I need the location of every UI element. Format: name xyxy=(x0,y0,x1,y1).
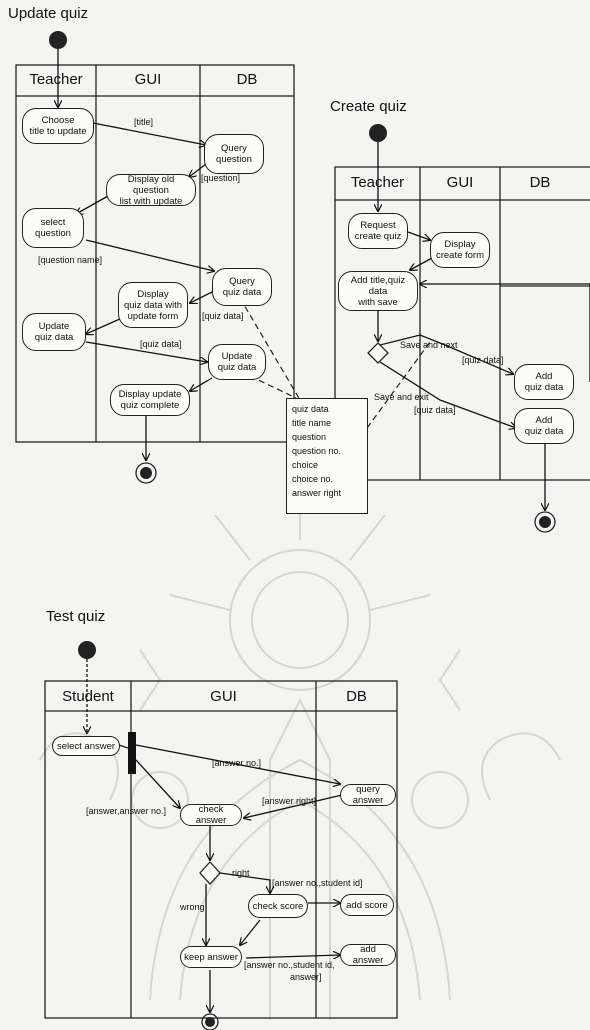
update-quiz-data-teacher-node: Update quiz data xyxy=(22,313,86,351)
test-lane-db: DB xyxy=(346,688,367,705)
update-label-question: [question] xyxy=(201,173,241,183)
test-flow-answer-answer-no xyxy=(135,759,180,808)
test-label-answer-answer-no: [answer,answer no.] xyxy=(86,806,167,816)
test-flow-add-answer xyxy=(245,955,340,958)
update-label-quiz-data-2: [quiz data] xyxy=(140,339,182,349)
note-line: question no. xyxy=(292,446,342,456)
note-line: quiz data xyxy=(292,404,329,414)
test-add-answer-node: add answer xyxy=(340,944,396,966)
quiz-data-note: quiz data title name question question n… xyxy=(286,398,368,514)
test-end-node xyxy=(201,1013,219,1030)
update-display-form-node: Display quiz data with update form xyxy=(118,282,188,328)
update-query-quiz-data-node: Query quiz data xyxy=(212,268,272,306)
update-start-node xyxy=(49,31,67,49)
test-label-right: right xyxy=(232,868,250,878)
test-keep-answer-node: keep answer xyxy=(180,946,242,968)
test-flow-select xyxy=(118,744,129,749)
note-line: answer right xyxy=(292,488,342,498)
update-lane-teacher: Teacher xyxy=(29,71,83,88)
create-lane-db: DB xyxy=(529,174,551,191)
create-quiz-title: Create quiz xyxy=(330,98,407,115)
create-flow-loop xyxy=(420,284,590,382)
test-lane-student: Student xyxy=(62,688,114,705)
create-flow-save-next xyxy=(379,334,513,374)
create-add-quiz-data-1-node: Add quiz data xyxy=(514,364,574,400)
update-choose-title-node: Choose title to update xyxy=(22,108,94,144)
test-label-answer-right: [answer right] xyxy=(262,796,317,806)
create-add-title-node: Add title,quiz data with save xyxy=(338,271,418,311)
test-flow-right xyxy=(219,872,270,893)
create-lane-gui: GUI xyxy=(446,174,474,191)
update-label-quiz-data-1: [quiz data] xyxy=(202,311,244,321)
update-flow-complete xyxy=(190,377,213,391)
test-select-answer-node: select answer xyxy=(52,736,120,756)
create-label-save-exit: Save and exit xyxy=(374,392,429,402)
create-flow-form xyxy=(410,257,433,270)
create-decision-node xyxy=(367,342,389,364)
create-quiz-swimlanes xyxy=(334,166,590,481)
test-query-answer-node: query answer xyxy=(340,784,396,806)
create-lane-teacher: Teacher xyxy=(350,174,405,191)
update-flow-select xyxy=(76,195,109,214)
test-fork-bar xyxy=(128,732,136,774)
create-end-node xyxy=(534,511,556,533)
update-label-question-name: [question name] xyxy=(38,255,103,265)
test-flow-answer-right xyxy=(244,794,343,818)
create-display-form-node: Display create form xyxy=(430,232,490,268)
test-check-score-node: check score xyxy=(248,894,308,918)
test-add-score-node: add score xyxy=(340,894,394,916)
create-request-node: Request create quiz xyxy=(348,213,408,249)
update-end-node xyxy=(135,462,157,484)
create-label-quiz-data-2: [quiz data] xyxy=(414,405,456,415)
update-flow-title xyxy=(87,121,206,145)
test-quiz-title: Test quiz xyxy=(46,608,106,625)
test-label-answer-no-student: [answer no.,student id] xyxy=(272,878,363,888)
test-label-answer-no-student-answer-1: [answer no.,student id, xyxy=(244,960,335,970)
update-display-old-node: Display old question list with update xyxy=(106,174,196,207)
update-label-title: [title] xyxy=(134,117,154,127)
create-add-quiz-data-2-node: Add quiz data xyxy=(514,408,574,444)
test-lane-gui: GUI xyxy=(210,688,237,705)
test-label-answer-no: [answer no.] xyxy=(212,758,262,768)
test-decision-node xyxy=(199,861,221,885)
update-flow-question-name xyxy=(85,239,214,271)
create-label-quiz-data-1: [quiz data] xyxy=(462,355,504,365)
test-start-node xyxy=(78,641,96,659)
test-flow-keep xyxy=(240,919,261,945)
note-line: question xyxy=(292,432,327,442)
update-display-complete-node: Display update quiz complete xyxy=(110,384,190,416)
note-line: title name xyxy=(292,418,332,428)
update-lane-gui: GUI xyxy=(134,71,162,88)
note-links xyxy=(239,297,431,429)
update-select-question-node: select question xyxy=(22,208,84,248)
test-flow-answer-no xyxy=(135,744,340,784)
update-flow-display xyxy=(190,289,217,303)
update-quiz-title: Update quiz xyxy=(8,5,89,22)
create-start-node xyxy=(369,124,387,142)
test-check-answer-node: check answer xyxy=(180,804,242,826)
update-query-question-node: Query question xyxy=(204,134,264,174)
update-flow-update xyxy=(86,317,123,334)
test-label-wrong: wrong xyxy=(180,902,205,912)
note-line: choice xyxy=(292,460,319,470)
update-quiz-data-db-node: Update quiz data xyxy=(208,344,266,380)
create-flow-save-exit xyxy=(379,361,516,428)
create-label-save-next: Save and next xyxy=(400,340,458,350)
create-flow-request xyxy=(407,231,430,240)
update-lane-db: DB xyxy=(236,71,258,88)
update-quiz-swimlanes xyxy=(15,64,295,443)
test-label-answer-no-student-answer-2: answer] xyxy=(290,972,322,982)
note-line: choice no. xyxy=(292,474,334,484)
update-flow-quiz-data xyxy=(85,341,207,362)
